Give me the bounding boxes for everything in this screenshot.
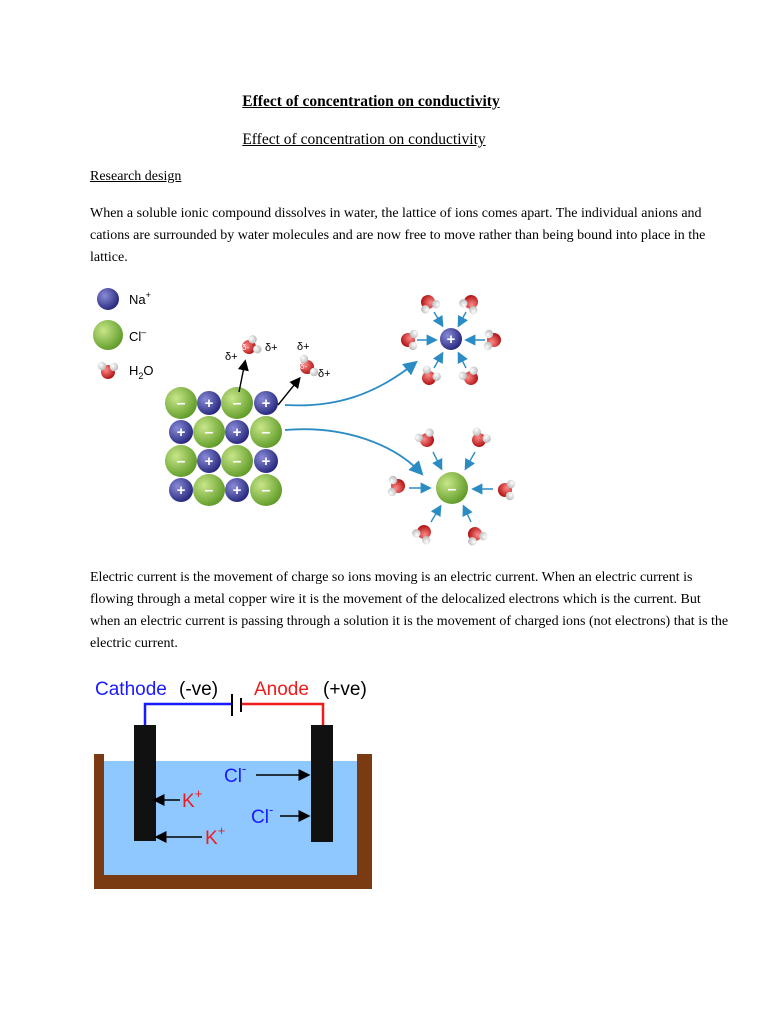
delta-plus-label-2: δ+	[225, 351, 238, 363]
dissolution-figure: Na+ Cl– H2O – + – + + – + – – + – + + – …	[93, 288, 516, 548]
svg-text:–: –	[205, 424, 214, 441]
document-title: Effect of concentration on conductivity	[242, 93, 500, 110]
svg-text:+: +	[177, 482, 186, 499]
paragraph-dissolution: When a soluble ionic compound dissolves …	[90, 206, 706, 265]
legend-chloride-label: Cl–	[129, 327, 146, 344]
anode-sign-label: (+ve)	[323, 679, 367, 700]
svg-text:+: +	[233, 482, 242, 499]
svg-text:–: –	[177, 395, 186, 412]
svg-text:+: +	[177, 424, 186, 441]
svg-text:+: +	[205, 395, 214, 412]
paragraph-current: Electric current is the movement of char…	[90, 570, 729, 651]
delta-plus-label-3: δ+	[297, 341, 310, 353]
water-molecule-polar-1	[242, 335, 262, 354]
svg-text:+: +	[233, 424, 242, 441]
chloride-ion-label-2: Cl-	[251, 802, 273, 828]
chloride-ion-label-1: Cl-	[224, 761, 246, 787]
delta-minus-label-1: δ-	[242, 343, 249, 352]
water-molecule-polar-2	[299, 354, 319, 377]
cathode-sign-label: (-ve)	[179, 679, 218, 700]
anode-wire	[241, 702, 325, 728]
electrolysis-figure: Cathode (-ve) Anode (+ve) K+ K+ Cl- Cl-	[94, 679, 372, 889]
anode-electrode	[311, 725, 333, 842]
svg-text:–: –	[233, 395, 242, 412]
section-heading: Research design	[90, 169, 182, 184]
hydrated-chloride-ion: –	[387, 426, 516, 548]
ionic-lattice: – + – + + – + – – + – + + – + –	[165, 387, 282, 506]
delta-plus-label-4: δ+	[318, 368, 331, 380]
beaker-container	[94, 754, 372, 889]
cathode-wire	[143, 702, 232, 728]
sodium-legend-icon	[97, 288, 119, 310]
chloride-legend-icon	[93, 320, 123, 350]
dissociation-arrow-1	[237, 359, 249, 393]
hydration-arrow-cation	[284, 360, 418, 407]
svg-text:–: –	[177, 453, 186, 470]
svg-text:+: +	[262, 395, 271, 412]
svg-text:+: +	[447, 331, 456, 348]
cathode-electrode	[134, 725, 156, 841]
svg-text:–: –	[262, 482, 271, 499]
legend-water-label: H2O	[129, 363, 154, 381]
hydrated-sodium-ion: +	[401, 290, 501, 390]
hydration-arrow-anion	[284, 428, 424, 476]
potassium-ion-label-2: K+	[205, 823, 225, 849]
potassium-ion-label-1: K+	[182, 786, 202, 812]
legend-sodium-label: Na+	[129, 290, 151, 307]
svg-text:+: +	[262, 453, 271, 470]
anode-label: Anode	[254, 679, 309, 700]
water-legend-icon	[97, 361, 119, 379]
delta-minus-label-2: δ-	[300, 362, 307, 371]
cathode-label: Cathode	[95, 679, 167, 700]
document-subtitle: Effect of concentration on conductivity	[242, 131, 486, 148]
delta-plus-label-1: δ+	[265, 342, 278, 354]
dissociation-arrow-2	[277, 376, 301, 406]
svg-text:+: +	[205, 453, 214, 470]
svg-text:–: –	[233, 453, 242, 470]
svg-text:–: –	[262, 424, 271, 441]
svg-text:–: –	[448, 481, 457, 498]
svg-text:–: –	[205, 482, 214, 499]
